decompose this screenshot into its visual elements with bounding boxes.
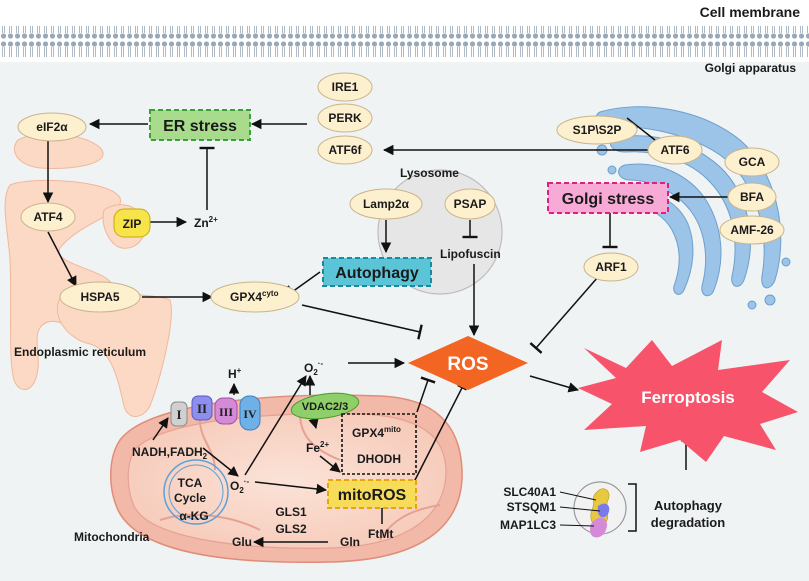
ftmt-label: FtMt xyxy=(368,527,393,541)
complex-1 xyxy=(170,401,188,427)
glu-label: Glu xyxy=(232,535,252,549)
dhodh-label: DHODH xyxy=(357,452,401,466)
ferroptosis-label: Ferroptosis xyxy=(641,388,735,407)
tca-cycle-ring xyxy=(163,459,229,525)
er-stress-box xyxy=(149,109,251,141)
gpx4-mito-label: GPX4mito xyxy=(352,425,401,440)
mitoros-box xyxy=(327,479,417,509)
autophagy-box xyxy=(322,257,432,287)
complex-3 xyxy=(214,397,238,425)
nadh-fadh2-label: NADH,FADH2 xyxy=(132,445,208,461)
atf6f-label: ATF6f xyxy=(328,143,362,157)
complex-3-label: III xyxy=(219,405,233,419)
ros-label: ROS xyxy=(447,354,488,375)
atf4-label: ATF4 xyxy=(33,210,62,224)
zip-box xyxy=(113,208,151,238)
ire1-label: IRE1 xyxy=(332,80,359,94)
pill-nodes xyxy=(17,72,785,313)
akg-label: α-KG xyxy=(179,509,208,523)
autophagy-degradation-label-2: degradation xyxy=(651,515,725,530)
stsqm1-label: STSQM1 xyxy=(507,500,557,514)
gln-label: Gln xyxy=(340,535,360,549)
bfa-label: BFA xyxy=(740,190,764,204)
zip-label: ZIP xyxy=(123,217,142,231)
vdac-ellipse xyxy=(290,392,360,420)
map1lc3-label: MAP1LC3 xyxy=(500,518,556,532)
arf1-label: ARF1 xyxy=(595,260,627,274)
perk-label: PERK xyxy=(328,111,362,125)
gpx4-cyto-label: GPX4cyto xyxy=(230,289,279,304)
amf26-label: AMF-26 xyxy=(730,223,774,237)
gls1-label: GLS1 xyxy=(275,505,307,519)
complex-2-label: II xyxy=(197,401,207,416)
fe-label: Fe2+ xyxy=(306,440,329,455)
mitochondria xyxy=(110,394,463,564)
hspa5-label: HSPA5 xyxy=(80,290,119,304)
vdac-label: VDAC2/3 xyxy=(302,401,348,413)
gca-label: GCA xyxy=(739,155,766,169)
complex-1-label: I xyxy=(176,407,181,422)
atf6-label: ATF6 xyxy=(660,143,689,157)
autophagosome-leaders xyxy=(559,491,601,527)
zn-label: Zn2+ xyxy=(194,215,218,230)
tca-cycle-label: Cycle xyxy=(174,491,206,505)
complex-4 xyxy=(239,395,261,431)
o2-top-label: O2·- xyxy=(304,359,323,377)
mitoros-label: mitoROS xyxy=(338,487,407,504)
endoplasmic-reticulum xyxy=(4,133,172,417)
gls2-label: GLS2 xyxy=(275,522,307,536)
ros-diamond xyxy=(408,336,528,390)
autophagy-degradation-label-1: Autophagy xyxy=(654,498,723,513)
golgi-stress-box xyxy=(547,182,669,214)
h-plus-label: H+ xyxy=(228,366,242,381)
pathway-arrows xyxy=(42,117,730,548)
er-stress-label: ER stress xyxy=(163,118,237,135)
tca-label: TCA xyxy=(178,476,203,490)
o2-inner-label: O2·- xyxy=(230,477,249,495)
complex-2 xyxy=(191,395,213,421)
er-label: Endoplasmic reticulum xyxy=(14,345,146,359)
ferroptosis-burst xyxy=(578,340,798,462)
cell-membrane-label: Cell membrane xyxy=(700,4,801,20)
golgi-stress-label: Golgi stress xyxy=(562,191,655,208)
golgi-label: Golgi apparatus xyxy=(705,61,797,75)
eif2a-label: eIF2α xyxy=(36,120,68,134)
cell-membrane xyxy=(0,26,809,62)
lipofuscin-label: Lipofuscin xyxy=(440,247,501,261)
lamp2a-label: Lamp2α xyxy=(363,197,410,211)
slc40a1-label: SLC40A1 xyxy=(503,485,556,499)
autophagosome xyxy=(573,481,627,538)
gpx4-dhodh-box xyxy=(341,413,417,475)
complex-4-label: IV xyxy=(243,407,257,421)
tca-cycle-inner-ring xyxy=(168,464,224,520)
s1p-s2p-label: S1P\S2P xyxy=(573,123,622,137)
lysosome-label: Lysosome xyxy=(400,166,459,180)
mitochondria-label: Mitochondria xyxy=(74,530,150,544)
autophagy-label: Autophagy xyxy=(335,265,419,282)
psap-label: PSAP xyxy=(454,197,487,211)
